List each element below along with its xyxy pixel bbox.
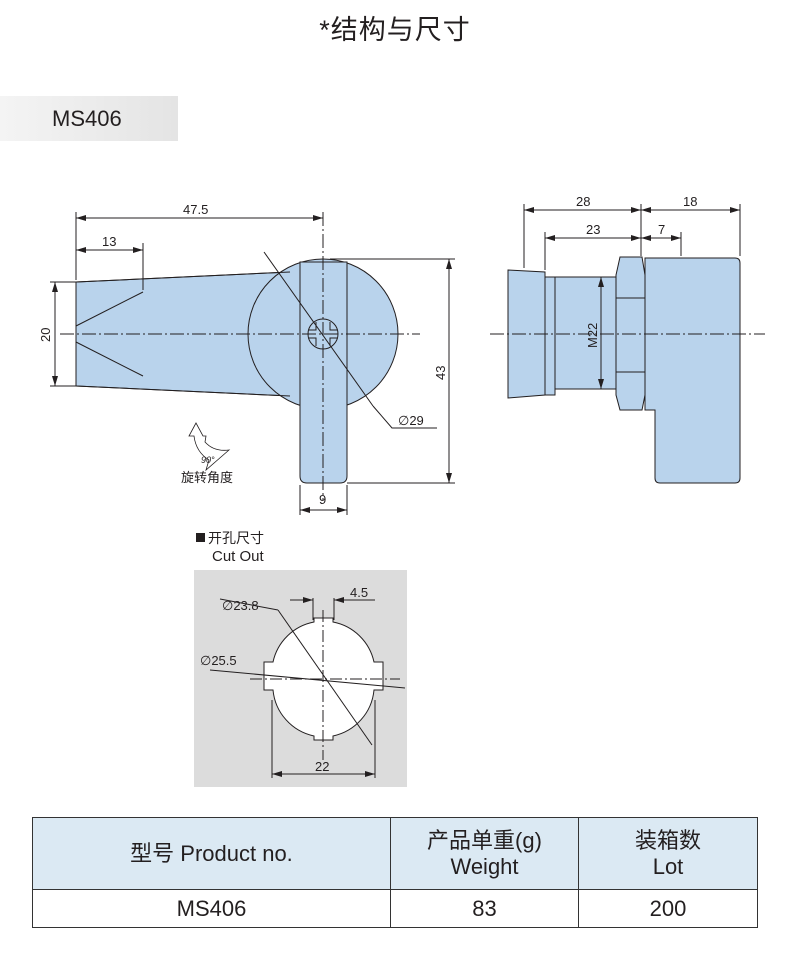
table-row: MS406 83 200 [32, 889, 758, 928]
cell-product-no: MS406 [32, 889, 391, 928]
dim-22: 22 [315, 759, 329, 774]
header-label: 型号 Product no. [130, 840, 293, 866]
dim-7: 7 [658, 222, 665, 237]
header-weight: 产品单重(g)Weight [390, 817, 579, 890]
cell-weight: 83 [390, 889, 579, 928]
dim-9: 9 [319, 492, 326, 507]
dim-23: 23 [586, 222, 600, 237]
dim-20: 20 [38, 328, 53, 342]
dim-18: 18 [683, 194, 697, 209]
cutout-label-en: Cut Out [212, 548, 265, 565]
header-label-en: Lot [652, 853, 684, 879]
header-label: 装箱数 [634, 827, 701, 853]
dim-28: 28 [576, 194, 590, 209]
rotation-label: 旋转角度 [181, 470, 233, 485]
dim-43: 43 [433, 366, 448, 380]
header-product-no: 型号 Product no. [32, 817, 391, 890]
model-tab: MS406 [0, 96, 178, 141]
dim-4-5: 4.5 [350, 585, 368, 600]
front-view: 90° 旋转角度 47.5 13 20 43 ∅29 9 [38, 202, 455, 515]
cutout-label-cn: 开孔尺寸 [208, 530, 264, 546]
page-title: *结构与尺寸 [319, 15, 471, 45]
technical-drawing: 90° 旋转角度 47.5 13 20 43 ∅29 9 28 18 23 7 … [38, 194, 765, 787]
thread-m22: M22 [585, 323, 600, 348]
rotation-angle: 90° [201, 455, 215, 465]
header-label-en: Weight [450, 853, 519, 879]
cell-lot: 200 [578, 889, 758, 928]
dim-23-8: ∅23.8 [222, 598, 259, 613]
dim-29: ∅29 [398, 413, 424, 428]
dim-47-5: 47.5 [183, 202, 208, 217]
side-view: 28 18 23 7 M22 [490, 194, 765, 484]
cutout-view: 开孔尺寸 Cut Out ∅23.8 4.5 ∅25.5 22 [194, 530, 407, 787]
header-label: 产品单重(g) [427, 827, 542, 853]
dim-13: 13 [102, 234, 116, 249]
dim-25-5: ∅25.5 [200, 653, 237, 668]
